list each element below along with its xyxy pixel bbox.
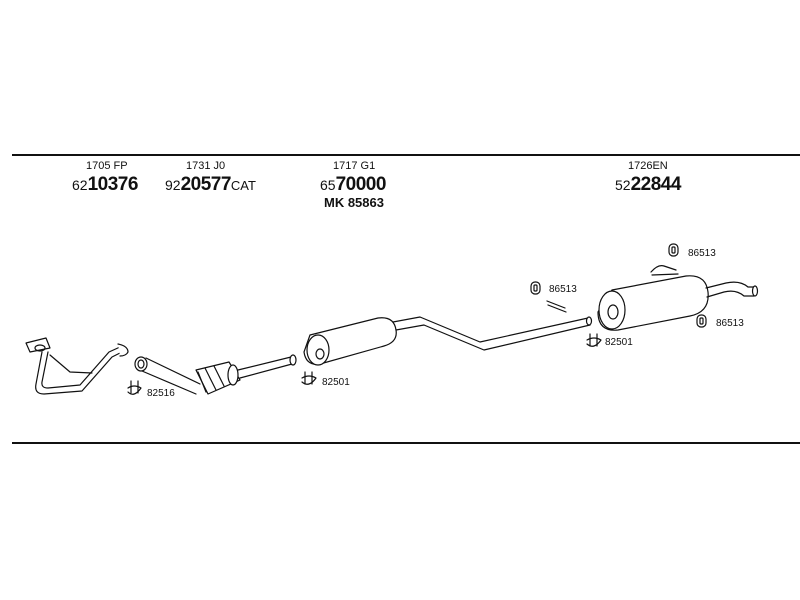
part-ref-center-silencer: 1717 G1 <box>333 160 376 172</box>
hanger-rear-right-icon <box>696 314 707 328</box>
clamp-rear-icon <box>586 333 602 347</box>
center-silencer <box>303 316 593 366</box>
part-ref-rear-silencer: 1726EN <box>628 160 668 172</box>
callout-hanger-rear-top: 86513 <box>688 248 716 259</box>
part-number-rear-silencer: 5222844 <box>615 175 681 196</box>
clamp-mid-icon <box>301 371 317 385</box>
part-number-main: 20577 <box>180 174 232 195</box>
callout-clamp-mid: 82501 <box>322 377 350 388</box>
callout-hanger-rear-right: 86513 <box>716 318 744 329</box>
part-number-front-pipe: 6210376 <box>72 175 138 196</box>
part-number-main: 10376 <box>87 174 139 195</box>
part-number-main: 70000 <box>335 174 387 195</box>
part-number-prefix: 62 <box>72 177 88 193</box>
callout-clamp-front: 82516 <box>147 388 175 399</box>
part-number-prefix: 65 <box>320 177 336 193</box>
callout-clamp-rear: 82501 <box>605 337 633 348</box>
callout-hanger-mid: 86513 <box>549 284 577 295</box>
part-number-prefix: 92 <box>165 177 181 193</box>
rear-silencer <box>597 265 759 331</box>
clamp-front-icon <box>127 380 142 395</box>
mounting-kit-number: MK 85863 <box>324 195 384 210</box>
hanger-mid-icon <box>530 281 567 313</box>
part-ref-front-pipe: 1705 FP <box>86 160 128 172</box>
part-number-prefix: 52 <box>615 177 631 193</box>
part-number-main: 22844 <box>630 174 682 195</box>
front-pipe <box>25 337 129 395</box>
part-number-catalyst: 9220577CAT <box>165 175 256 196</box>
part-ref-catalyst: 1731 J0 <box>186 160 226 172</box>
bottom-divider <box>12 442 800 444</box>
top-divider <box>12 154 800 156</box>
part-number-suffix: CAT <box>230 178 256 193</box>
catalyst-pipe <box>134 354 297 395</box>
part-number-center-silencer: 6570000 <box>320 175 386 196</box>
hanger-rear-top-icon <box>668 243 679 257</box>
